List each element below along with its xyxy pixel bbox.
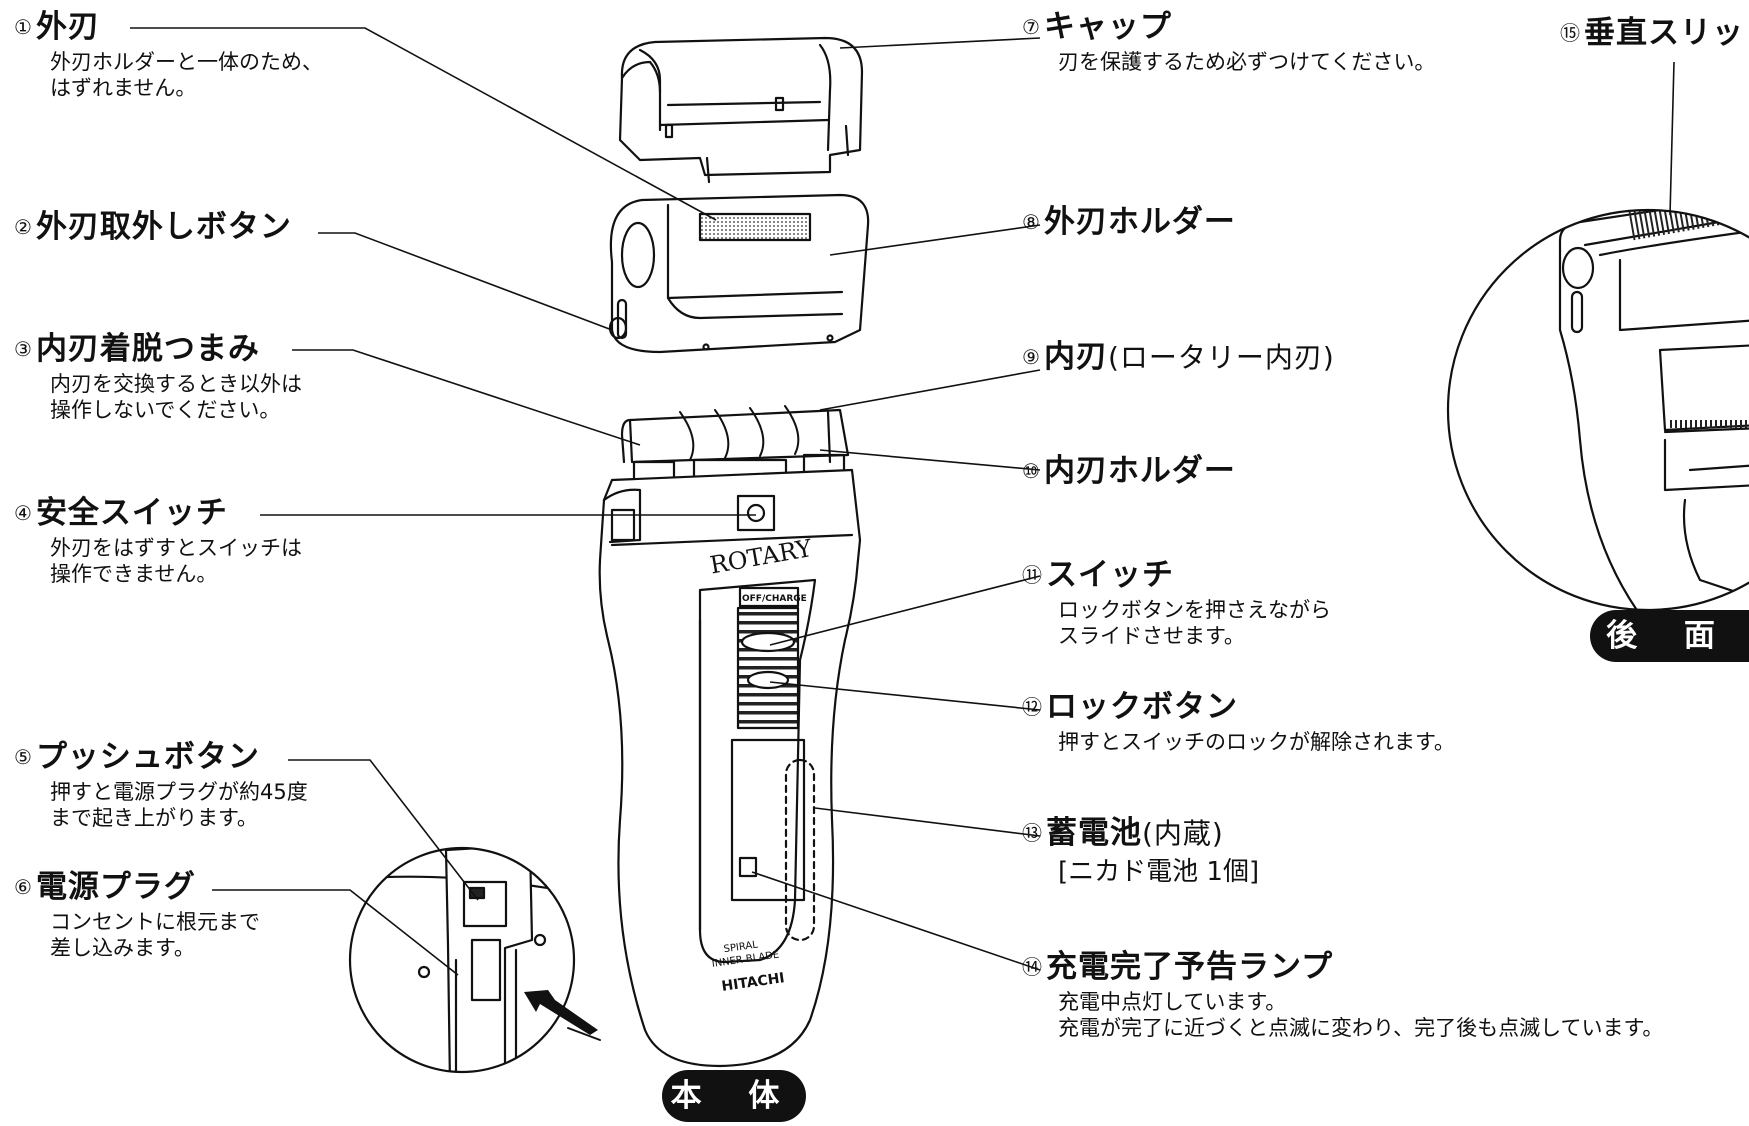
label-cap: ⑦キャップ 刃を保護するため必ずつけてください。 [1022,9,1436,74]
label-outer-blade-release-button: ②外刃取外しボタン [14,209,292,245]
label-push-button: ⑤プッシュボタン 押すと電源プラグが約45度 まで起き上がります。 [14,739,308,830]
switch-print: OFF/CHARGE [742,594,807,604]
cap-part [618,36,864,184]
label-outer-blade: ①外刃 外刃ホルダーと一体のため、 はずれません。 [14,9,323,100]
insert-arrow-icon [524,990,598,1035]
spiral-print: SPIRAL [723,939,759,955]
label-outer-blade-holder: ⑧外刃ホルダー [1022,204,1236,240]
plug-inset [350,848,562,1072]
outer-blade-holder-part [608,193,870,354]
label-inner-blade-knob: ③内刃着脱つまみ 内刃を交換するとき以外は 操作しないでください。 [14,331,302,422]
back-view-badge: 後 面 [1590,610,1749,662]
shaver-body [598,468,862,1068]
label-safety-switch: ④安全スイッチ 外刃をはずすとスイッチは 操作できません。 [14,495,302,586]
leader-lines [130,27,1675,976]
label-switch: ⑪スイッチ ロックボタンを押さえながら スライドさせます。 [1022,557,1331,648]
label-power-plug: ⑥電源プラグ コンセントに根元まで 差し込みます。 [14,869,260,960]
label-inner-blade-holder: ⑩内刃ホルダー [1022,453,1236,489]
back-view-inset [1558,210,1749,610]
label-vertical-slit-blade: ⑮垂直スリット刃 [1560,15,1749,51]
front-view-badge: 本 体 [662,1070,806,1122]
label-lock-button: ⑫ロックボタン 押すとスイッチのロックが解除されます。 [1022,689,1455,754]
label-inner-blade: ⑨内刃(ロータリー内刃) [1022,339,1335,375]
label-battery: ⑬蓄電池(内蔵) [ニカド電池 1個] [1022,815,1260,887]
label-charge-lamp: ⑭充電完了予告ランプ 充電中点灯しています。 充電が完了に近づくと点滅に変わり、… [1022,949,1664,1040]
